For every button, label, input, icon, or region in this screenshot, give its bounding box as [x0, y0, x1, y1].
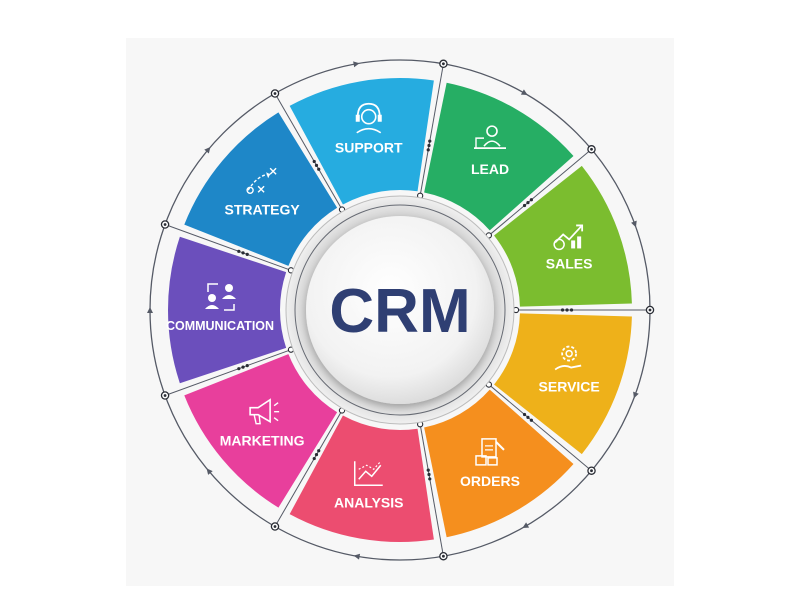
segment-sales-label: SALES	[546, 255, 593, 271]
divider-dot	[245, 363, 249, 368]
divider-dot	[314, 163, 319, 167]
center-ring-track	[294, 204, 506, 416]
ring-node-core	[590, 147, 593, 151]
divider-dot	[237, 367, 241, 371]
segment-strategy-label: STRATEGY	[225, 201, 301, 217]
segment-analysis: ANALYSIS	[289, 415, 434, 542]
segment-service: SERVICE	[494, 313, 632, 455]
segment-service-shape	[494, 313, 632, 455]
divider-dot	[237, 249, 241, 253]
segment-divider	[488, 384, 592, 472]
segment-divider	[488, 148, 592, 236]
center-disc	[306, 216, 494, 404]
segment-divider	[164, 224, 292, 271]
segment-marketing: MARKETING	[184, 354, 338, 508]
divider-dot	[522, 412, 527, 417]
divider-dot	[427, 143, 431, 148]
segment-orders-label: ORDERS	[460, 473, 520, 489]
divider-dot	[241, 365, 245, 369]
strategy-play-icon	[246, 167, 277, 194]
divider-dot	[241, 251, 245, 255]
ring-node-core	[163, 394, 167, 397]
segment-orders: ORDERS	[424, 389, 574, 538]
divider-dot	[426, 148, 430, 152]
segment-divider	[164, 349, 292, 396]
divider-dot	[312, 456, 316, 461]
segment-support: SUPPORT	[289, 78, 434, 205]
divider-dot	[428, 477, 432, 481]
divider-dot	[245, 252, 249, 257]
ring-arrow	[147, 307, 153, 313]
ring-node-core	[273, 525, 277, 528]
divider-dot	[428, 139, 432, 143]
growth-chart-money-icon	[553, 224, 584, 251]
megaphone-icon	[249, 398, 280, 425]
ring-node-core	[273, 92, 277, 95]
ring-arrow	[520, 89, 528, 95]
segment-divider	[274, 93, 343, 210]
segment-support-shape	[289, 78, 434, 205]
ring-node-core	[648, 308, 652, 312]
divider-dot	[314, 453, 319, 457]
ring-arrow	[631, 220, 637, 228]
divider-dot	[317, 449, 321, 453]
ring-arrow	[353, 61, 360, 68]
segment-lead-shape	[424, 82, 574, 231]
segment-analysis-shape	[289, 415, 434, 542]
segment-sales: SALES	[494, 165, 632, 307]
segment-orders-shape	[424, 389, 574, 538]
segment-divider	[419, 424, 444, 557]
center-title: CRM	[329, 277, 470, 346]
segment-sales-shape	[494, 165, 632, 307]
ring-node-core	[163, 223, 167, 226]
segment-lead-label: LEAD	[471, 161, 509, 177]
ring-arrow	[633, 391, 639, 399]
segment-lead: LEAD	[424, 82, 574, 231]
segment-communication: COMMUNICATION	[166, 236, 287, 384]
divider-dot	[569, 308, 574, 312]
segment-communication-label: COMMUNICATION	[166, 319, 274, 333]
gear-hand-icon	[554, 345, 582, 371]
segment-analysis-label: ANALYSIS	[334, 494, 404, 510]
segment-marketing-label: MARKETING	[220, 433, 305, 449]
divider-dot	[426, 468, 430, 472]
segment-marketing-shape	[184, 354, 338, 508]
divider-dot	[526, 415, 530, 419]
line-chart-icon	[353, 460, 383, 487]
divider-dot	[427, 472, 431, 477]
two-people-exchange-icon	[205, 283, 236, 311]
ring-node-core	[442, 62, 445, 66]
divider-dot	[526, 201, 530, 205]
ring-arrow	[206, 468, 213, 475]
ring-arrow	[353, 553, 361, 560]
divider-dot	[565, 308, 569, 312]
person-desk-icon	[474, 125, 506, 150]
headset-icon	[355, 102, 382, 134]
divider-dot	[522, 203, 527, 208]
segment-divider	[274, 410, 343, 527]
ring-node-core	[442, 554, 445, 558]
segment-strategy: STRATEGY	[184, 112, 338, 266]
segment-service-label: SERVICE	[539, 379, 600, 395]
divider-dot	[560, 308, 565, 312]
ring-node-core	[590, 469, 593, 473]
segment-divider	[419, 63, 444, 196]
ring-arrow	[522, 522, 530, 529]
ring-arrow	[204, 147, 211, 154]
segment-support-label: SUPPORT	[335, 140, 403, 156]
clipboard-boxes-icon	[475, 438, 505, 466]
divider-dot	[317, 167, 321, 171]
divider-dot	[529, 198, 533, 202]
divider-dot	[312, 159, 316, 164]
divider-dot	[529, 418, 533, 422]
